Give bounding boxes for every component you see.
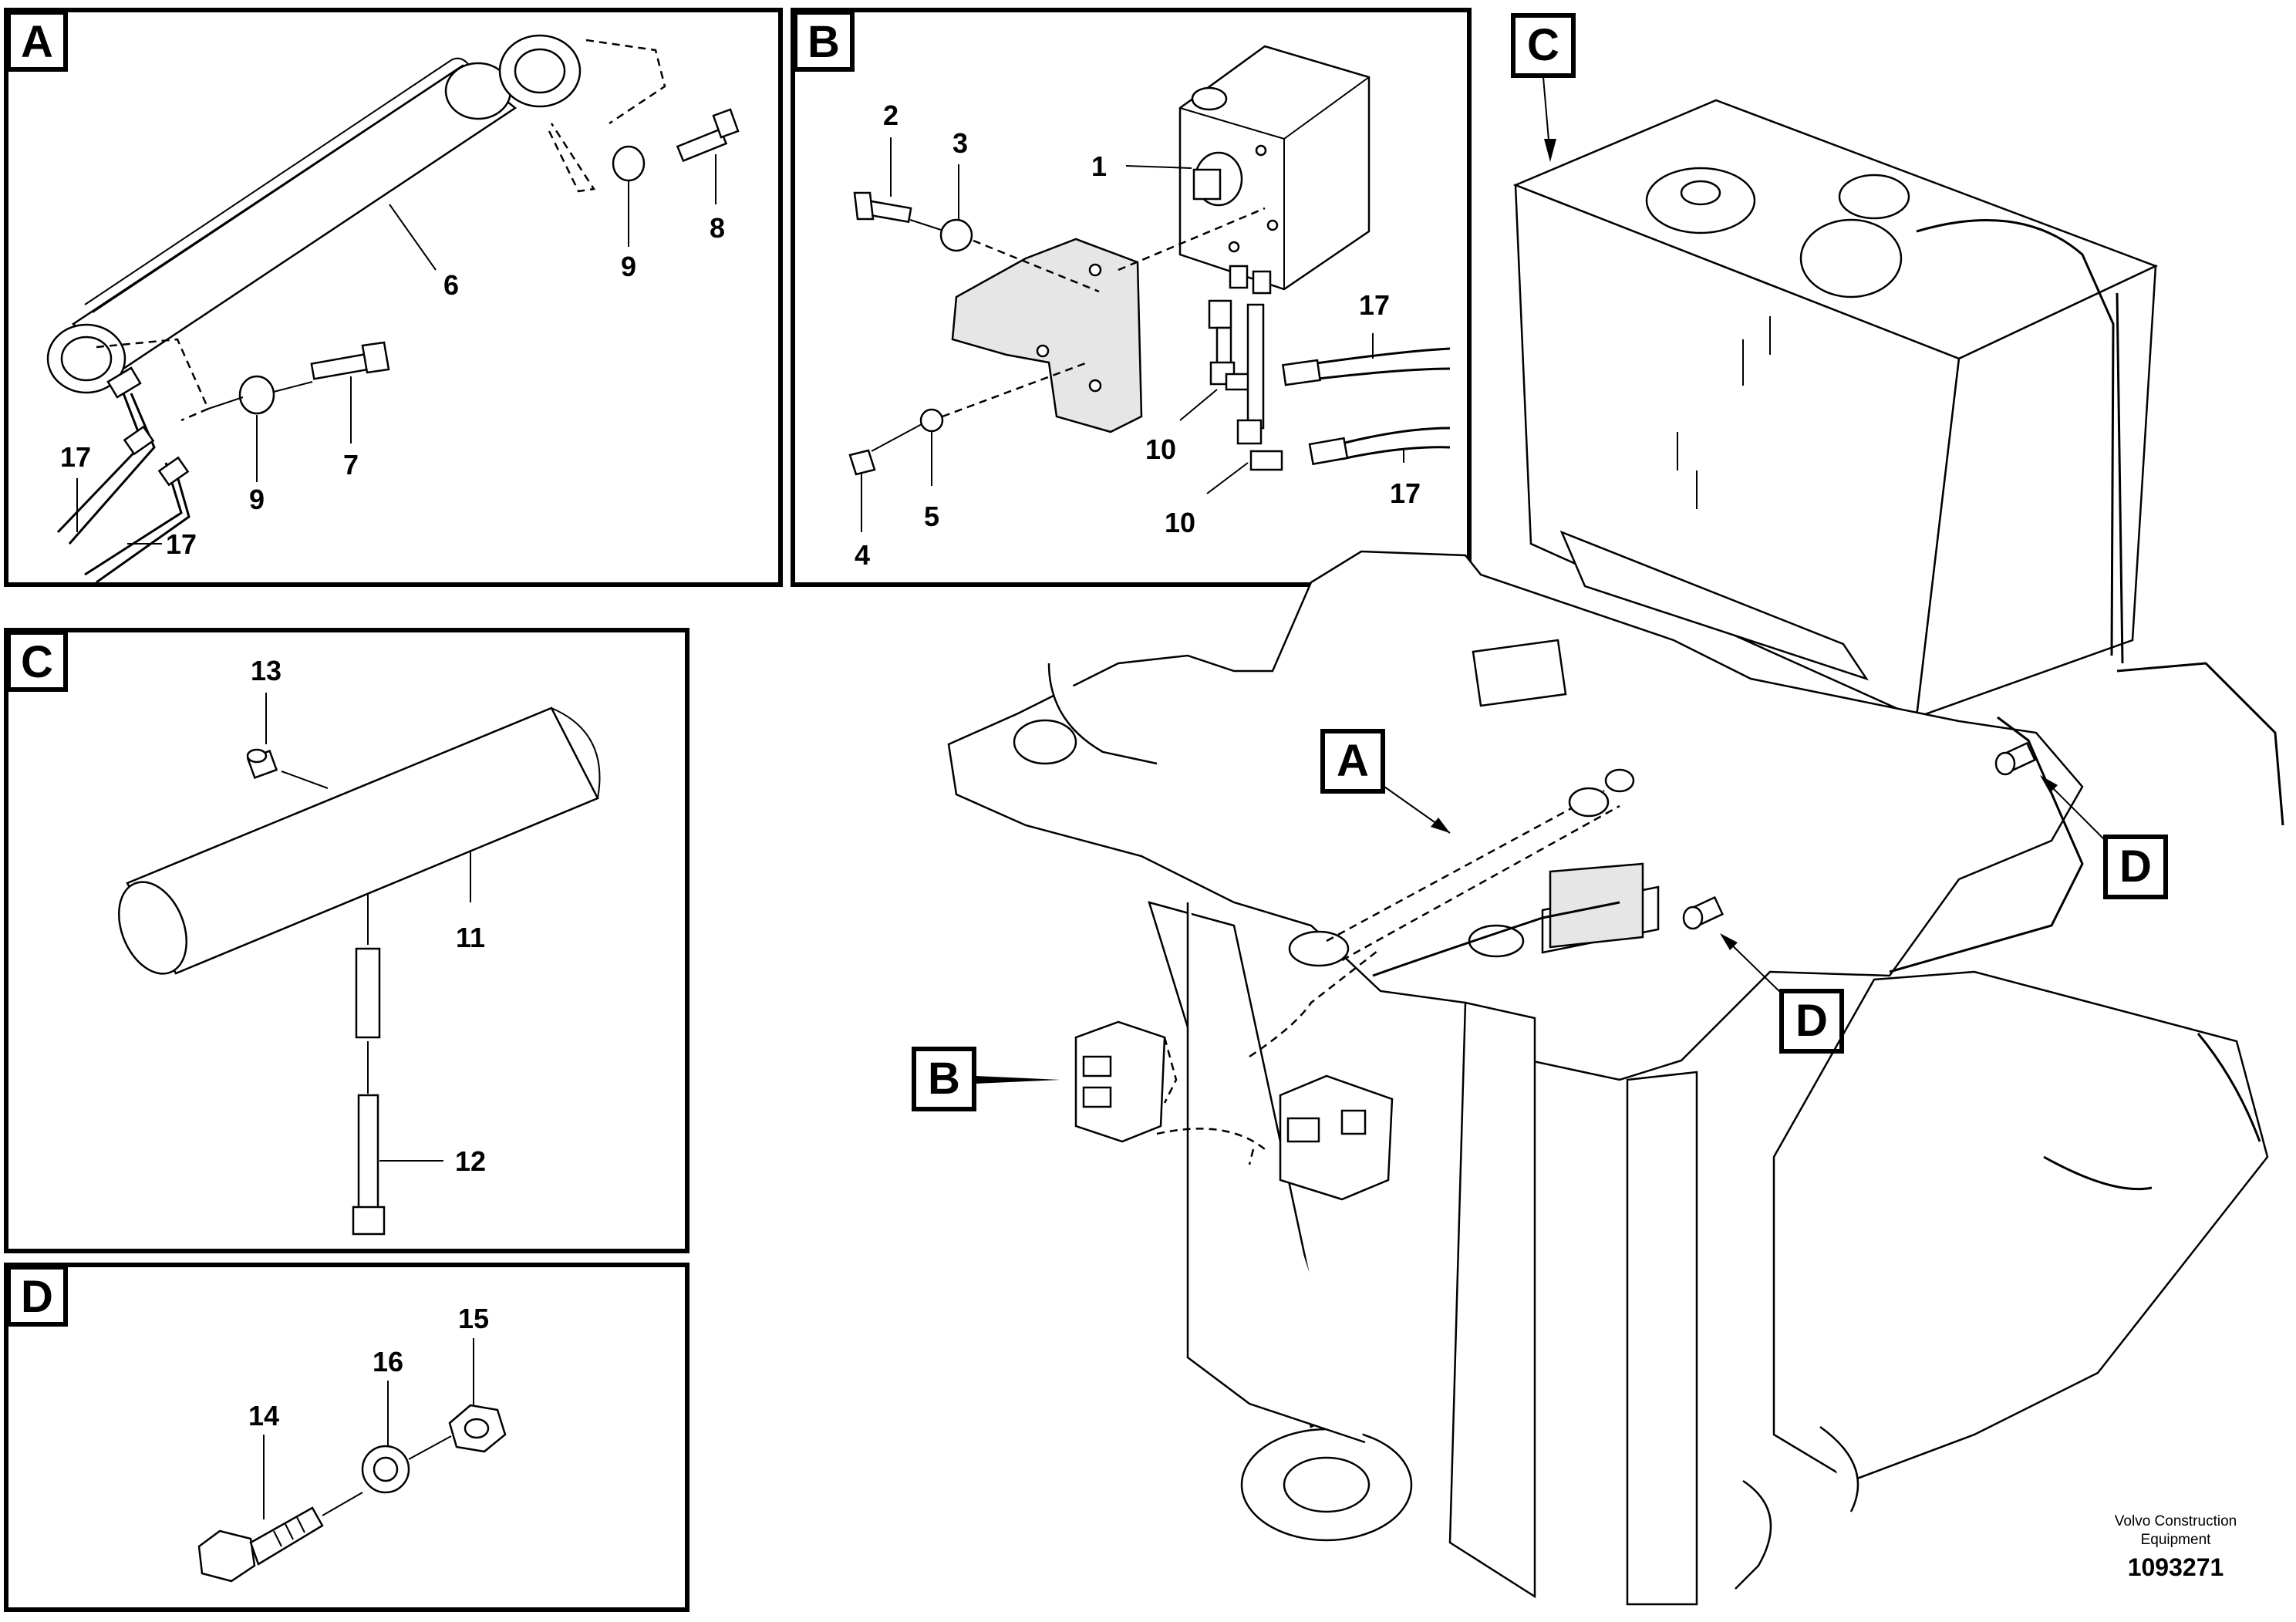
callout-17-lower: 17 (166, 528, 197, 560)
hydraulic-hoses (56, 393, 190, 584)
callout-17-upper: 17 (60, 441, 91, 473)
nut-15 (448, 1404, 507, 1453)
caption: Volvo Construction Equipment 1093271 (2115, 1513, 2237, 1581)
view-marker-d-upper: D (2040, 775, 2168, 899)
callout-10-upper: 10 (1145, 433, 1176, 465)
detail-panel-b: B (791, 8, 1472, 587)
svg-text:C: C (1527, 20, 1559, 70)
overview-fittings-d (1682, 741, 2037, 930)
callout-10-lower: 10 (1165, 507, 1195, 538)
callout-3: 3 (952, 127, 968, 159)
svg-text:B: B (928, 1054, 960, 1104)
bolt-12 (352, 1094, 386, 1236)
callout-17-lower-b: 17 (1390, 477, 1421, 509)
washer-16 (361, 1445, 410, 1494)
callout-17-upper-b: 17 (1359, 289, 1390, 321)
svg-text:D: D (1795, 996, 1828, 1046)
fittings-10 (1208, 299, 1283, 471)
washer-5 (919, 408, 944, 433)
valve-block (1178, 45, 1371, 295)
callout-1: 1 (1091, 150, 1107, 182)
callout-12: 12 (455, 1145, 486, 1177)
callout-15: 15 (458, 1303, 489, 1334)
grease-nipple-13 (246, 748, 278, 779)
bolt-7 (310, 341, 390, 380)
company-line-1: Volvo Construction (2115, 1513, 2237, 1529)
hydraulic-cylinder (46, 34, 582, 399)
view-marker-c: C (1511, 13, 1576, 162)
view-marker-b: B (912, 1047, 1060, 1111)
callout-9-lower: 9 (249, 484, 265, 515)
bolt-4 (848, 449, 876, 476)
panel-b-letter: B (807, 17, 840, 67)
washer-9-upper (612, 145, 646, 182)
svg-text:D: D (2119, 841, 2152, 892)
callout-2: 2 (883, 99, 899, 131)
overview-valve-b (1074, 1020, 1178, 1143)
hydraulic-tank (1512, 99, 2159, 719)
cross-tube (1559, 530, 1870, 681)
main-frame (947, 550, 2269, 1606)
callout-11: 11 (456, 922, 485, 953)
washer-3 (939, 218, 973, 252)
callout-14: 14 (248, 1400, 279, 1431)
washer-9-lower (238, 375, 275, 415)
pin-11 (117, 706, 601, 975)
detail-panel-a: A (4, 8, 783, 587)
panel-a-letter: A (21, 17, 53, 67)
callout-16: 16 (373, 1346, 403, 1378)
spacer-sleeve (355, 947, 381, 1039)
hoses-17 (1282, 347, 1451, 466)
callout-9-upper: 9 (621, 251, 636, 282)
view-marker-d-lower: D (1720, 933, 1844, 1054)
overview-valve (1279, 1074, 1394, 1201)
mounting-bracket (951, 238, 1143, 433)
callout-4: 4 (855, 539, 870, 571)
callout-7: 7 (343, 449, 359, 481)
panel-c-letter: C (21, 637, 53, 687)
document-number: 1093271 (2128, 1553, 2224, 1581)
callout-8: 8 (710, 212, 725, 244)
svg-text:A: A (1337, 736, 1369, 786)
callout-6: 6 (443, 269, 459, 301)
callout-13: 13 (251, 655, 282, 686)
company-line-2: Equipment (2141, 1532, 2212, 1548)
bolt-14 (197, 1506, 324, 1583)
bolt-8 (676, 108, 740, 163)
panel-d-letter: D (21, 1272, 53, 1322)
detail-panel-d: D 14 16 15 (4, 1263, 689, 1612)
machine-overview (947, 99, 2284, 1606)
callout-5: 5 (924, 501, 939, 532)
view-marker-a: A (1320, 729, 1451, 834)
detail-panel-c: C 13 11 12 (4, 628, 689, 1253)
